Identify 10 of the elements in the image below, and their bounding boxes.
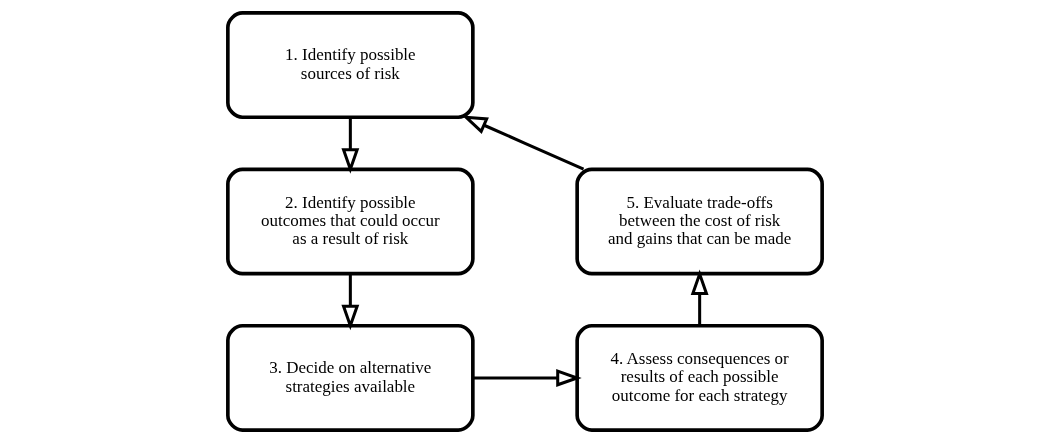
node-box: 5. Evaluate trade-offs between the cost of risk and gains that can be made: [575, 167, 824, 276]
arrow: [462, 115, 585, 171]
arrow: [690, 269, 709, 326]
arrow: [341, 117, 360, 174]
node-box: 1. Identify possible sources of risk: [226, 11, 475, 119]
node-box: 4. Assess consequences or results of each possible outcome for each strategy: [575, 324, 824, 432]
arrow: [473, 369, 582, 387]
node-box: 3. Decide on alternative strategies available: [226, 324, 475, 432]
arrow: [341, 274, 360, 331]
node-box: 2. Identify possible outcomes that could occur as a result of risk: [226, 167, 475, 276]
